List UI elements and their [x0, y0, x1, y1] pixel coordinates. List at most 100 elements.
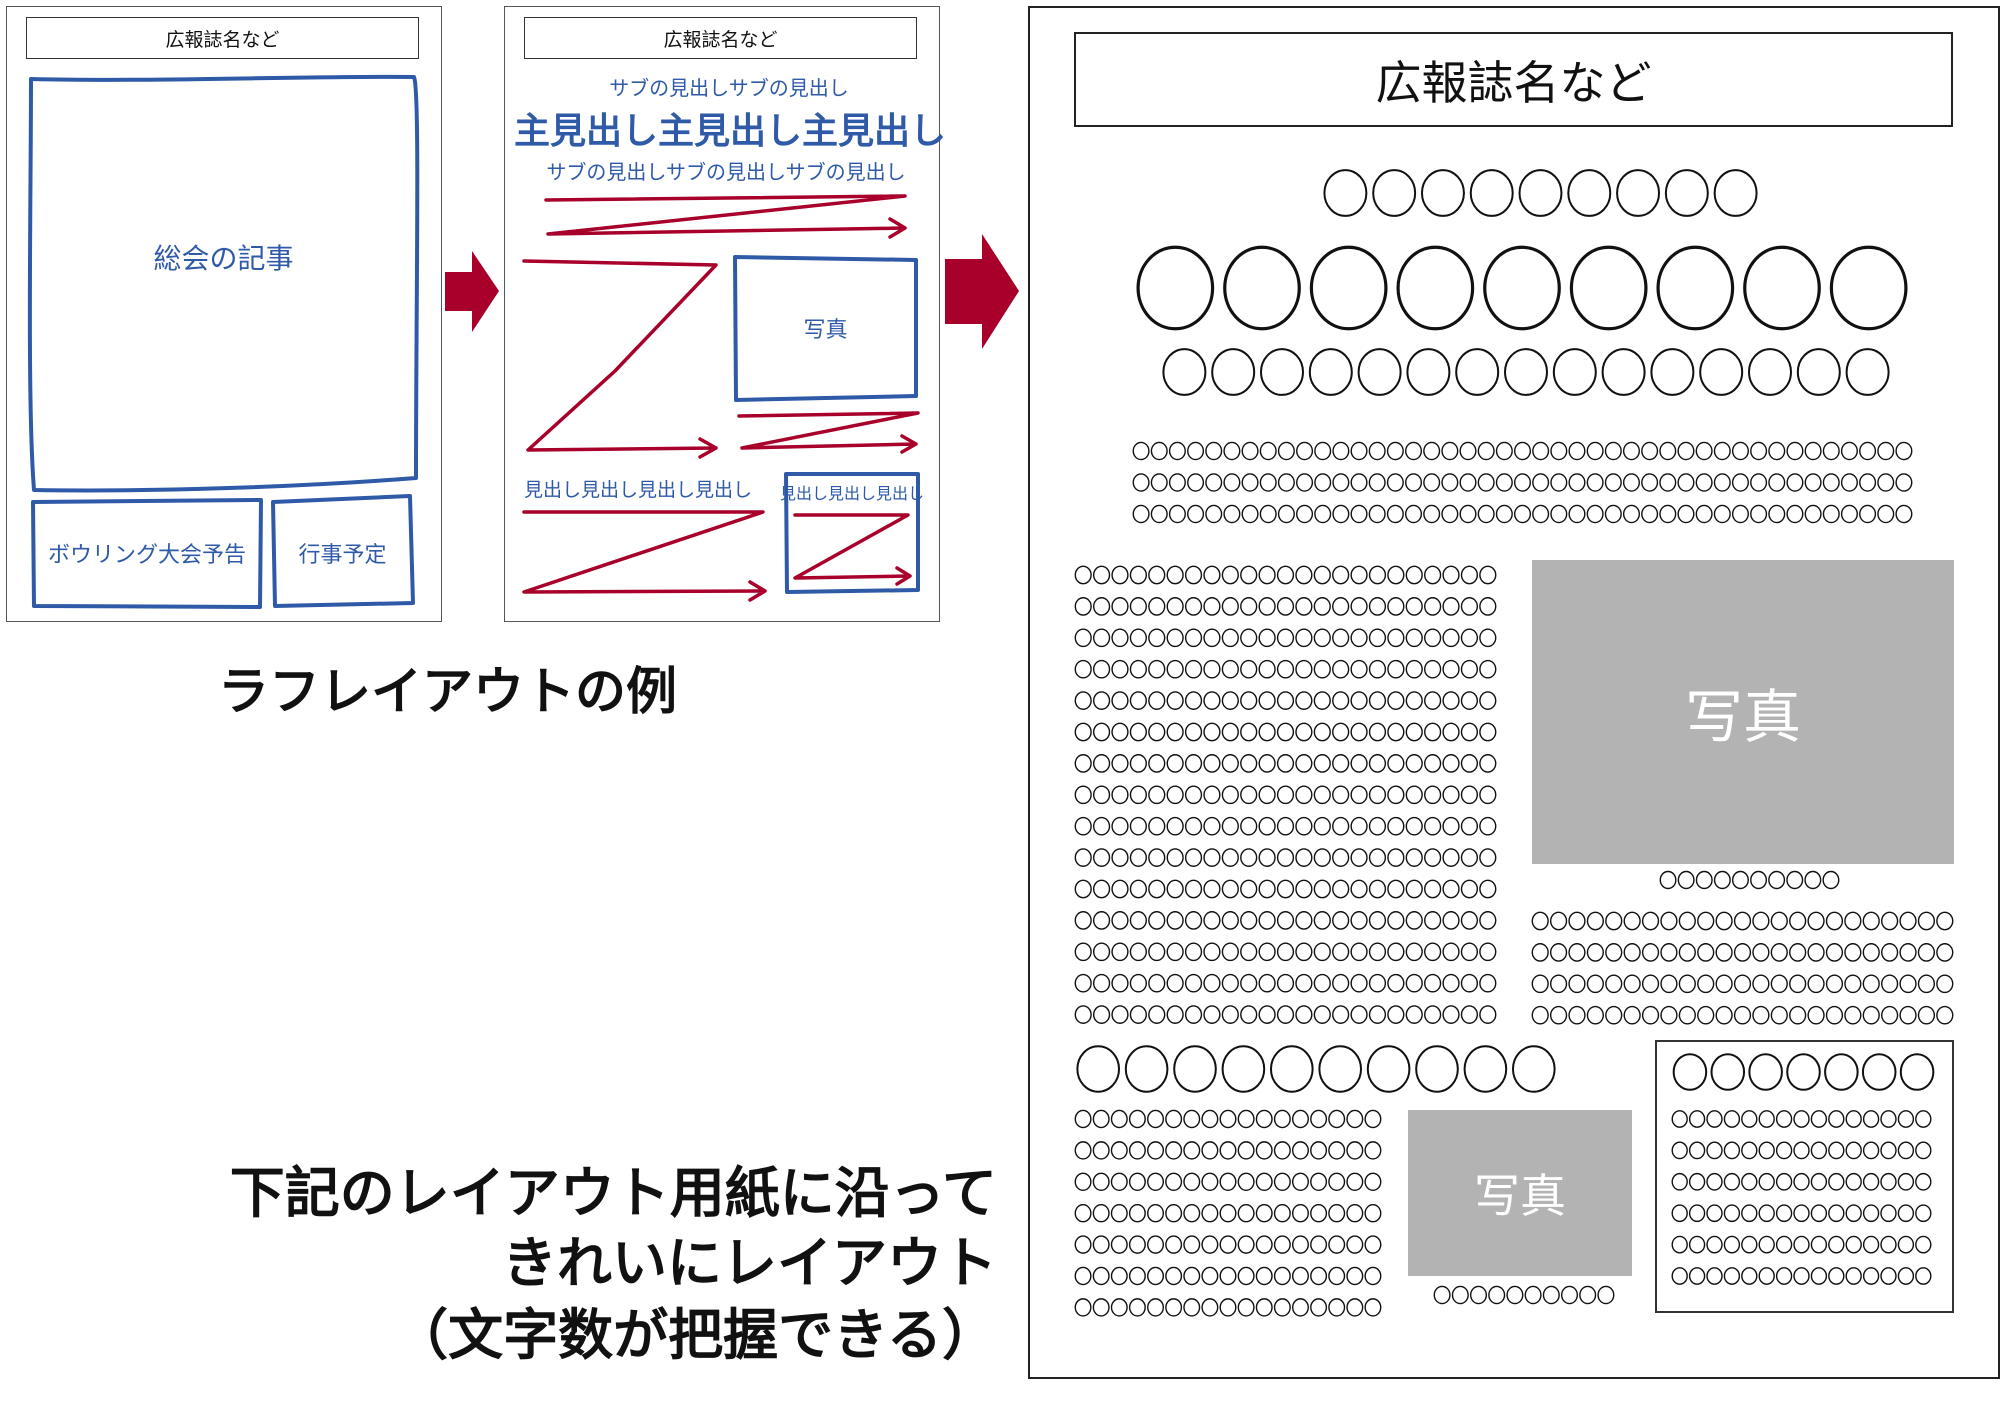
char-slot	[1568, 441, 1586, 461]
char-slot	[1513, 504, 1532, 524]
char-slot	[1276, 785, 1295, 805]
char-slot	[1741, 1204, 1758, 1223]
char-slot	[1240, 754, 1258, 773]
char-slot	[1240, 597, 1258, 616]
lower-body-row	[1074, 1172, 1382, 1192]
char-slot	[1549, 974, 1568, 994]
char-slot	[1273, 1172, 1291, 1192]
char-slot	[1915, 1141, 1932, 1160]
char-slot	[1897, 1235, 1915, 1254]
char-slot	[1201, 1235, 1219, 1254]
char-slot	[1332, 565, 1350, 585]
char-slot	[1768, 441, 1786, 461]
char-slot	[1897, 1110, 1915, 1128]
rough1-header: 広報誌名など	[26, 17, 419, 59]
char-slot	[1350, 1005, 1368, 1024]
char-slot	[1074, 597, 1092, 616]
char-slot	[1203, 816, 1221, 836]
char-slot	[1166, 911, 1184, 930]
char-slot	[1750, 504, 1768, 524]
char-slot	[1460, 628, 1479, 648]
char-slot	[1313, 597, 1331, 616]
char-slot	[1748, 348, 1792, 396]
char-slot	[1845, 348, 1890, 396]
layout-sidebar-box	[1655, 1040, 1954, 1313]
char-slot	[1313, 785, 1331, 805]
char-slot	[1697, 974, 1715, 994]
lead-row	[1132, 504, 1913, 524]
char-slot	[1111, 722, 1129, 742]
char-slot	[1183, 1298, 1201, 1317]
box-body-row	[1671, 1141, 1932, 1160]
char-slot	[1111, 785, 1129, 805]
char-slot	[1460, 597, 1479, 616]
char-slot	[1166, 785, 1184, 805]
rough-layout-2	[504, 6, 940, 622]
char-slot	[1442, 816, 1460, 836]
char-slot	[1111, 911, 1129, 930]
char-slot	[1880, 1235, 1897, 1254]
char-slot	[1350, 848, 1368, 867]
char-slot	[1688, 1235, 1706, 1254]
char-slot	[1442, 597, 1460, 616]
char-slot	[1110, 1172, 1128, 1192]
char-slot	[1148, 597, 1166, 616]
char-slot	[1641, 943, 1660, 962]
char-slot	[1807, 974, 1825, 994]
char-slot	[1671, 1235, 1688, 1254]
char-slot	[1775, 1267, 1793, 1285]
char-slot	[1368, 659, 1387, 679]
char-slot	[1604, 441, 1622, 461]
char-slot	[1258, 942, 1276, 962]
char-slot	[1881, 911, 1899, 931]
char-slot	[1240, 722, 1258, 742]
char-slot	[1396, 245, 1475, 331]
char-slot	[1660, 911, 1678, 931]
char-slot	[1350, 816, 1368, 836]
char-slot	[1641, 441, 1659, 461]
char-slot	[1184, 973, 1203, 993]
char-slot	[1074, 973, 1092, 993]
char-slot	[1405, 1005, 1423, 1024]
char-slot	[1310, 1266, 1328, 1286]
char-slot	[1387, 691, 1405, 710]
char-slot	[1822, 473, 1840, 492]
char-slot	[1441, 504, 1459, 524]
char-slot	[1147, 1203, 1165, 1223]
char-slot	[1211, 348, 1256, 396]
char-slot	[1110, 1298, 1128, 1317]
char-slot	[1479, 754, 1497, 773]
char-slot	[1092, 565, 1111, 585]
char-slot	[1423, 441, 1441, 461]
char-slot	[1723, 1141, 1741, 1160]
char-slot	[1880, 1204, 1897, 1223]
char-slot	[1291, 1298, 1309, 1317]
char-slot	[1221, 816, 1239, 836]
rough2-photo: 写真	[803, 316, 848, 342]
char-slot	[1859, 504, 1877, 524]
char-slot	[1758, 1204, 1775, 1223]
body-left-row	[1074, 785, 1497, 805]
char-slot	[1237, 1298, 1255, 1317]
char-slot	[1074, 1235, 1092, 1254]
char-slot	[1332, 816, 1350, 836]
photo-caption-row	[1659, 870, 1840, 890]
char-slot	[1313, 565, 1331, 585]
char-slot	[1332, 1005, 1350, 1024]
char-slot	[1752, 943, 1770, 962]
char-slot	[1314, 473, 1332, 492]
char-slot	[1532, 473, 1550, 492]
rough2-heading-box: 見出し見出し見出し	[780, 486, 925, 503]
char-slot	[1328, 1298, 1346, 1317]
char-slot	[1332, 973, 1350, 993]
char-slot	[1405, 597, 1423, 616]
char-slot	[1258, 785, 1276, 805]
body-left-row	[1074, 691, 1497, 710]
char-slot	[1442, 848, 1460, 867]
char-slot	[1295, 785, 1313, 805]
char-slot	[1184, 785, 1203, 805]
char-slot	[1258, 565, 1276, 585]
char-slot	[1659, 473, 1677, 492]
char-slot	[1597, 1285, 1615, 1305]
char-slot	[1346, 1298, 1364, 1317]
